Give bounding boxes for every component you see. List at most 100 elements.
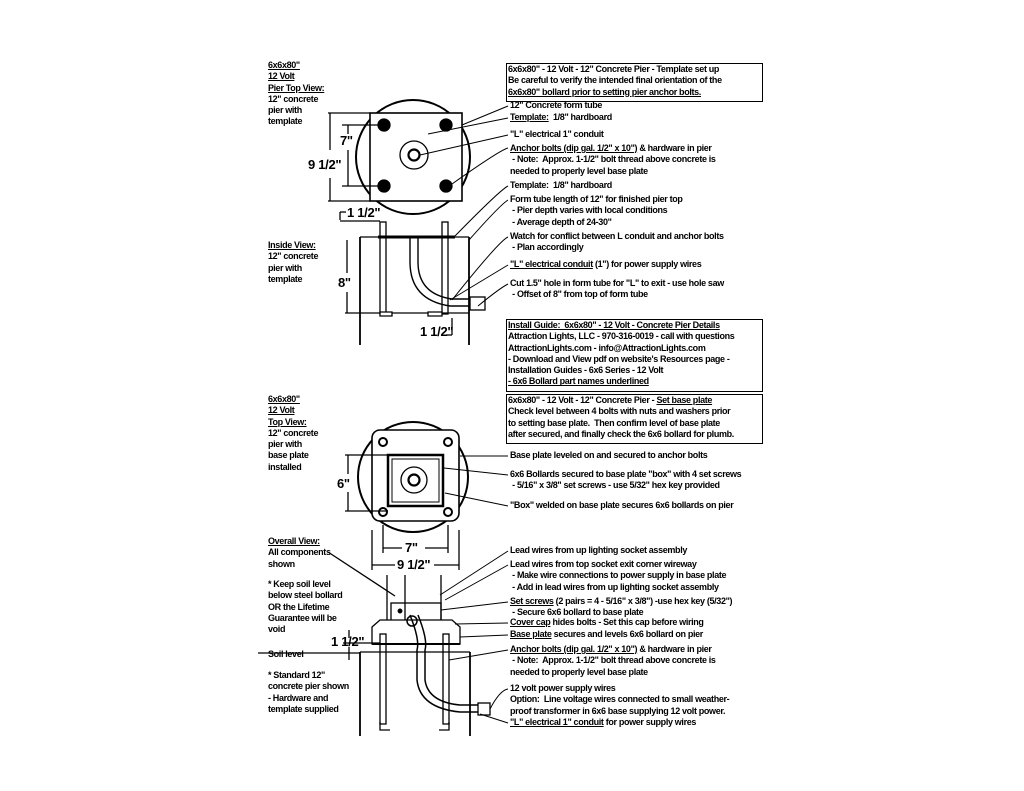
- text-segment: base plate: [268, 450, 309, 461]
- text-line: 6x6x80" - 12 Volt - 12" Concrete Pier - …: [508, 395, 734, 406]
- text-line: Be careful to verify the intended final …: [508, 75, 722, 86]
- text-segment: Guarantee will be: [268, 612, 337, 623]
- text-line: Base plate leveled on and secured to anc…: [510, 450, 708, 461]
- callout-annotation: Form tube length of 12" for finished pie…: [510, 194, 683, 228]
- text-line: below steel bollard: [268, 590, 343, 601]
- callout-annotation: Lead wires from up lighting socket assem…: [510, 545, 687, 556]
- text-line: * Standard 12": [268, 670, 349, 681]
- text-segment: Attraction Lights, LLC - 970-316-0019 - …: [508, 331, 735, 342]
- callout-annotation: Base plate leveled on and secured to anc…: [510, 450, 708, 461]
- text-segment: for power supply wires: [603, 716, 697, 727]
- callout-annotation: Lead wires from top socket exit corner w…: [510, 559, 727, 593]
- text-line: Anchor bolts (dip gal. 1/2" x 10") & har…: [510, 143, 716, 154]
- text-line: - Note: Approx. 1-1/2" bolt thread above…: [510, 154, 716, 165]
- dim-top-bolt-spacing: 7": [340, 133, 353, 148]
- callout-annotation: Base plate secures and levels 6x6 bollar…: [510, 629, 703, 640]
- text-segment: Anchor bolts (dip gal. 1/2" x 10"): [510, 143, 638, 153]
- text-segment: - Make wire connections to power supply …: [510, 570, 727, 581]
- leader-lines: [419, 105, 509, 724]
- text-line: Install Guide: 6x6x80" - 12 Volt - Concr…: [508, 320, 734, 331]
- text-segment: 6x6x80": [268, 60, 300, 70]
- text-segment: Line voltage wires connected to small we…: [539, 694, 730, 705]
- text-segment: concrete pier shown: [268, 681, 349, 692]
- dim-inside-conduit-offset: 8": [338, 275, 351, 290]
- text-segment: pier with: [268, 262, 302, 273]
- text-segment: - Download and View pdf on website's Res…: [508, 353, 730, 364]
- text-segment: - Average depth of 24-30": [510, 216, 612, 227]
- note-box-border: [506, 319, 763, 392]
- text-segment: pier with: [268, 105, 302, 116]
- callout-annotation: "Box" welded on base plate secures 6x6 b…: [510, 500, 734, 511]
- text-line: pier with: [268, 263, 318, 274]
- text-segment: "L" electrical 1" conduit: [510, 129, 604, 139]
- text-segment: Template: 1/8" hardboard: [510, 180, 612, 190]
- text-segment: 1/8" hardboard: [548, 112, 612, 122]
- text-segment: Lead wires from up lighting socket assem…: [510, 545, 688, 555]
- text-line: proof transformer in 6x6 base supplying …: [510, 706, 729, 717]
- text-line: "L" electrical conduit (1") for power su…: [510, 259, 702, 270]
- pier-top-view-drawing: [328, 99, 471, 215]
- text-line: 12 volt power supply wires: [510, 683, 729, 694]
- text-segment: template: [268, 273, 303, 284]
- text-segment: 12 Volt: [268, 71, 295, 82]
- text-line: template: [268, 116, 324, 127]
- text-line: 12" concrete: [268, 94, 324, 105]
- text-segment: Set base plate: [656, 395, 713, 405]
- text-line: Overall View:: [268, 536, 331, 547]
- text-segment: - 6x6 Bollard part names underlined: [508, 376, 649, 387]
- side-label: * Standard 12"concrete pier shown- Hardw…: [268, 670, 349, 715]
- dim-inside-bolt-exposed: 1 1/2": [347, 205, 381, 220]
- text-segment: needed to properly level base plate: [510, 165, 648, 176]
- text-segment: Cut 1.5" hole in form tube for "L" to ex…: [510, 278, 724, 288]
- text-segment: 12" concrete: [268, 93, 319, 104]
- text-line: 12" Concrete form tube: [510, 100, 602, 111]
- text-segment: Soil level: [268, 649, 304, 659]
- text-segment: needed to properly level base plate: [510, 666, 648, 677]
- text-segment: - Add in lead wires from up lighting soc…: [510, 581, 719, 592]
- dim-overall-exposed: 1 1/2": [331, 634, 365, 649]
- text-segment: & hardware in pier: [637, 644, 712, 654]
- text-line: - Average depth of 24-30": [510, 217, 683, 228]
- text-segment: - 5/16" x 3/8" set screws - use 5/32" he…: [510, 480, 720, 491]
- text-segment: 6x6x80" bollard prior to setting pier an…: [508, 86, 701, 97]
- text-segment: Base plate leveled on and secured to anc…: [510, 450, 708, 460]
- text-line: All components: [268, 547, 331, 558]
- text-segment: installed: [268, 461, 302, 472]
- text-line: - 5/16" x 3/8" set screws - use 5/32" he…: [510, 480, 741, 491]
- text-line: Base plate secures and levels 6x6 bollar…: [510, 629, 703, 640]
- text-line: - Make wire connections to power supply …: [510, 570, 726, 581]
- text-segment: Set screws: [510, 596, 554, 606]
- text-line: "L" electrical 1" conduit for power supp…: [510, 717, 729, 728]
- text-segment: Watch for conflict between: [510, 231, 618, 241]
- text-segment: "L" electrical 1" conduit: [510, 716, 604, 727]
- text-line: needed to properly level base plate: [510, 667, 716, 678]
- text-line: Cut 1.5" hole in form tube for "L" to ex…: [510, 278, 724, 289]
- text-line: Guarantee will be: [268, 613, 342, 624]
- text-line: Template: 1/8" hardboard: [510, 180, 612, 191]
- callout-annotation: "L" electrical conduit (1") for power su…: [510, 259, 702, 270]
- text-line: 12" concrete: [268, 428, 318, 439]
- text-segment: 12 Volt: [268, 405, 295, 416]
- note-box-border: [506, 394, 763, 445]
- side-label: Soil level: [268, 649, 304, 660]
- text-line: Set screws (2 pairs = 4 - 5/16" x 3/8") …: [510, 596, 733, 607]
- text-line: 6x6 Bollards secured to base plate "box"…: [510, 469, 742, 480]
- text-segment: - Hardware and: [268, 692, 329, 703]
- text-line: OR the Lifetime: [268, 602, 342, 613]
- note-box-border: [506, 63, 763, 102]
- text-segment: Install Guide: 6x6x80" - 12 Volt - Concr…: [508, 320, 720, 330]
- text-line: installed: [268, 462, 318, 473]
- text-line: Installation Guides - 6x6 Series - 12 Vo…: [508, 365, 734, 376]
- text-line: - Download and View pdf on website's Res…: [508, 354, 734, 365]
- text-line: "Box" welded on base plate secures 6x6 b…: [510, 500, 734, 511]
- dim-base-bolt-spacing: 7": [405, 540, 418, 555]
- text-line: Pier Top View:: [268, 83, 325, 94]
- callout-annotation: 6x6 Bollards secured to base plate "box"…: [510, 469, 742, 492]
- text-line: base plate: [268, 450, 318, 461]
- text-segment: 6x6x80" - 12 Volt - 12" Concrete Pier - …: [508, 64, 720, 74]
- text-line: 6x6x80": [268, 394, 318, 405]
